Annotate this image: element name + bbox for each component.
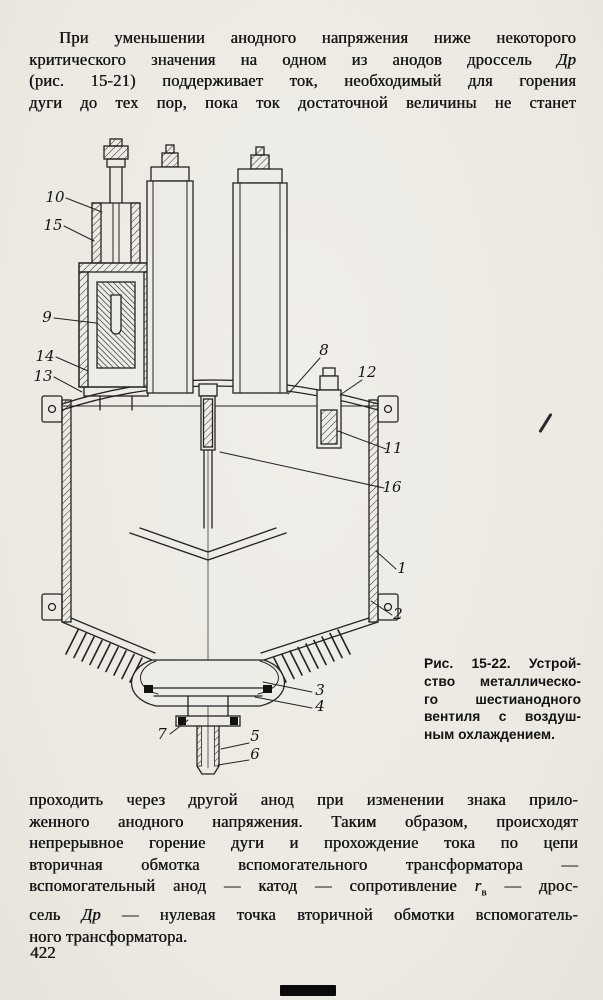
part-label: 15 [43, 216, 62, 234]
text-line: вспомогательный анод — катод — сопротивл… [29, 875, 578, 904]
text-run-italic: r [474, 876, 482, 896]
anode-assembly-left [78, 138, 154, 411]
text-run: — дрос- [486, 876, 578, 896]
text-run: критического значения на одном из анодов… [29, 49, 557, 69]
text-line: ного трансформатора. [29, 926, 188, 946]
text-line: вторичная обмотка вспомогательного транс… [29, 854, 578, 874]
tank-body [61, 399, 379, 661]
part-label: 2 [392, 605, 403, 623]
leader-lines [53, 197, 397, 766]
text-subscript: в [481, 886, 487, 899]
baffle-cone [129, 527, 287, 561]
part-label: 4 [314, 697, 325, 715]
text-line: женного анодного напряжения. Таким образ… [29, 811, 578, 831]
paragraph-bottom: проходить через другой анод при изменени… [29, 789, 578, 947]
part-label: 13 [33, 367, 52, 385]
part-label: 7 [157, 725, 167, 743]
text-line: сель Др — нулевая точка вторичной обмотк… [29, 904, 578, 926]
text-line: непрерывное горение дуги и прохождение т… [29, 833, 578, 853]
scan-artifact-bottom-bar [280, 985, 336, 996]
caption-line: вентиля с воздуш- [424, 709, 581, 725]
internal-anode-column [198, 383, 218, 769]
anode-cylinder-right [232, 146, 288, 394]
text-line: критического значения на одном из анодов… [29, 49, 576, 71]
caption-line: го шестианодного [424, 691, 581, 707]
text-line: (рис. 15-21) поддерживает ток, необходим… [29, 71, 576, 91]
figure-caption: Рис. 15-22. Устрой- ство металлическо- г… [424, 655, 581, 744]
part-label: 9 [42, 308, 52, 326]
text-run: вспомогательный анод — катод — сопротивл… [29, 876, 475, 896]
part-label: 14 [35, 347, 54, 365]
part-label: 6 [250, 745, 260, 763]
anode-cylinder-middle [146, 144, 194, 394]
part-label: 16 [382, 478, 402, 496]
text-line: При уменьшении анодного напряжения ниже … [59, 28, 576, 47]
cathode-bulb [130, 659, 286, 707]
figure-labels: 10 15 9 14 13 8 12 11 16 1 2 3 4 7 5 6 [33, 188, 406, 763]
text-run-italic: Др [556, 49, 576, 69]
page-number: 422 [30, 943, 56, 962]
paragraph-top: При уменьшении анодного напряжения ниже … [29, 27, 576, 113]
part-label: 1 [397, 559, 407, 577]
text-run-italic: Др [81, 905, 101, 925]
mounting-tabs [41, 395, 399, 621]
caption-line: ство металлическо- [424, 673, 581, 689]
text-line: дуги до тех пор, пока ток достаточной ве… [29, 92, 576, 112]
text-line: проходить через другой анод при изменени… [29, 790, 578, 809]
caption-line: ным охлаждением. [424, 727, 555, 743]
text-run: сель [29, 905, 82, 925]
outlet-pipe [175, 695, 241, 775]
text-run: — нулевая точка вторичной обмотки вспомо… [100, 905, 578, 925]
part-label: 3 [315, 681, 325, 699]
part-label: 10 [45, 188, 65, 206]
part-label: 8 [319, 341, 329, 359]
ignition-anode-device [316, 367, 342, 449]
part-label: 12 [357, 363, 376, 381]
caption-line: Рис. 15-22. Устрой- [424, 656, 581, 671]
part-label: 5 [250, 727, 260, 745]
part-label: 11 [383, 439, 402, 457]
